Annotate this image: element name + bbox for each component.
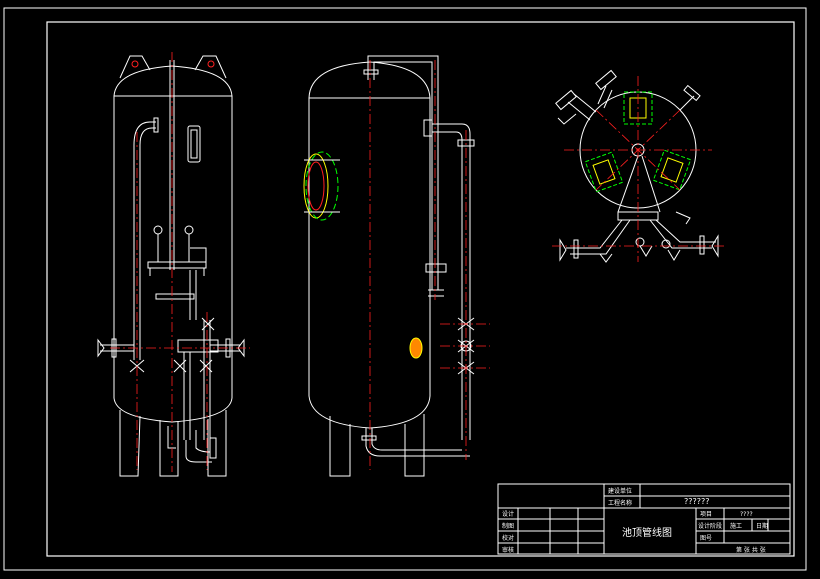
tb-date-label: 日期 [756,522,768,530]
tb-sheet-text: 第 张 共 张 [736,546,766,554]
tb-stage-value: 施工 [730,522,742,530]
plan-view [555,69,719,263]
valve-front-2 [173,359,187,373]
tb-drawing-title: 池顶管线图 [622,526,672,539]
valve-front-3 [199,359,213,373]
lifting-lug-right [194,55,227,79]
manhole-plate [187,125,201,163]
tank-top-head [113,65,233,97]
front-view-tank [97,55,245,477]
side-view-tank [308,55,475,477]
title-block-text: 建设单位 工程名称 ?????? 池顶管线图 设计 制图 校对 审核 项目 ??… [502,487,768,554]
tb-sign-review: 审核 [502,546,514,554]
tb-header-row-2: 工程名称 [608,499,632,507]
title-block [497,483,791,555]
tb-header-row-1: 建设单位 [608,487,632,495]
side-tank-top-head [308,61,431,99]
tb-stage-label: 设计阶段 [698,522,722,530]
side-leg-left [329,416,351,477]
tb-project-code: ?????? [684,497,709,506]
inner-frame [46,21,795,557]
side-view-centerlines [369,60,490,470]
plan-view-centerlines [552,76,726,262]
leg-1 [119,410,141,477]
leg-2 [159,420,179,477]
lifting-lug-left [119,55,151,79]
tb-item-value: ???? [740,511,753,518]
tb-sign-check: 校对 [502,534,514,542]
outer-frame [3,7,807,571]
side-sight-port [409,337,423,359]
valve-front-1 [201,317,215,331]
tb-item-label: 项目 [700,511,712,518]
tb-sign-design: 设计 [502,510,514,518]
plan-hatch-left [584,151,624,193]
plan-hatch-top [623,91,653,125]
leg-3 [207,410,227,477]
tank-bottom-head [113,397,233,423]
tb-sign-draw: 制图 [502,522,514,530]
plan-hatch-right [652,149,692,191]
side-manhole [303,151,340,221]
tb-drawing-no-label: 图号 [700,535,712,542]
side-tank-bottom-head [308,395,431,429]
front-view-centerlines [110,52,250,472]
side-leg-right [404,414,425,477]
